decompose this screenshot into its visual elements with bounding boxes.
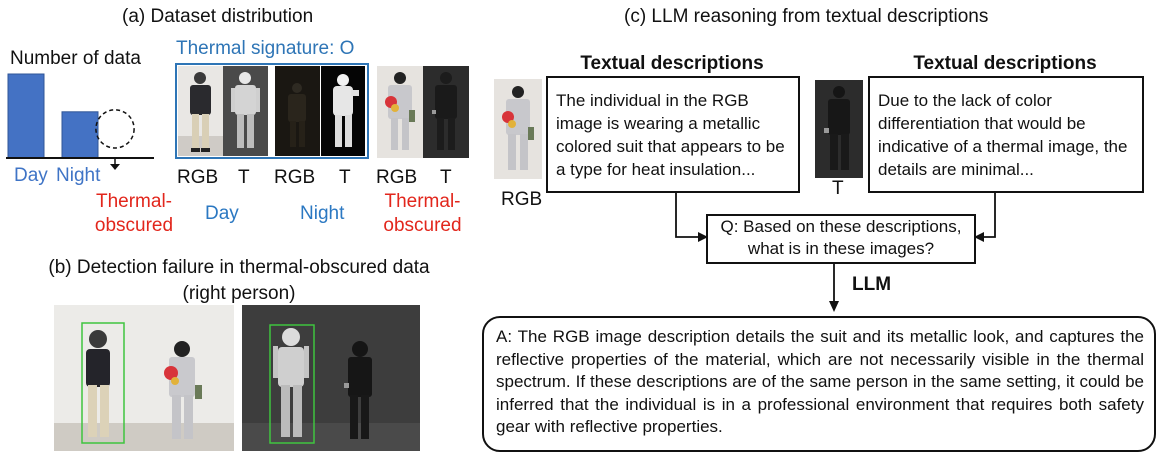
obscured-group-label-line2: obscured xyxy=(383,215,462,236)
obscured-thermal-image xyxy=(423,66,469,158)
night-rgb-label: RGB xyxy=(274,167,316,188)
connector-left xyxy=(675,193,700,238)
reasoning-rgb-label: RGB xyxy=(501,189,543,210)
llm-label: LLM xyxy=(852,274,892,295)
question-line2: what is in these images? xyxy=(747,239,935,258)
connector-down-arrow xyxy=(829,301,839,312)
bar-thermal-label: Thermal- obscured xyxy=(84,190,184,238)
day-thermal-image xyxy=(223,66,268,156)
connector-left-arrow xyxy=(698,232,708,242)
textual-descriptions-heading-left: Textual descriptions xyxy=(580,53,764,74)
bar-thermal-label-line1: Thermal- xyxy=(95,191,172,212)
bar-thermal-obscured xyxy=(95,109,135,149)
answer-box: A: The RGB image description details the… xyxy=(482,316,1156,452)
bar-night xyxy=(61,111,99,159)
night-t-label: T xyxy=(339,167,351,188)
panel-c-title: (c) LLM reasoning from textual descripti… xyxy=(624,6,989,27)
number-of-data-label: Number of data xyxy=(10,48,141,69)
thermal-description-box: Due to the lack of color differentiation… xyxy=(868,76,1144,193)
bar-day xyxy=(7,73,45,159)
panel-a-title: (a) Dataset distribution xyxy=(122,6,314,27)
panel-b-title-line2: (right person) xyxy=(182,283,296,304)
obscured-rgb-label: RGB xyxy=(376,167,418,188)
detection-box-thermal xyxy=(269,324,315,444)
obscured-t-label: T xyxy=(440,167,452,188)
day-group-label: Day xyxy=(205,203,239,224)
detection-thermal-image xyxy=(242,305,420,451)
day-rgb-image xyxy=(178,66,223,156)
day-rgb-label: RGB xyxy=(177,167,219,188)
dataset-bar-chart xyxy=(6,73,154,170)
thermal-arrow-head xyxy=(110,164,120,170)
textual-descriptions-heading-right: Textual descriptions xyxy=(913,53,1097,74)
thermal-signature-frame xyxy=(175,63,369,159)
night-rgb-image xyxy=(275,66,320,156)
detection-box-rgb xyxy=(81,322,125,444)
question-line1: Q: Based on these descriptions, xyxy=(720,217,962,236)
obscured-rgb-image xyxy=(377,66,423,158)
obscured-group-label: Thermal- obscured xyxy=(370,190,475,238)
connector-right-arrow xyxy=(974,232,984,242)
reasoning-thermal-image xyxy=(815,80,863,178)
night-thermal-image xyxy=(321,66,365,156)
panel-b-title: (b) Detection failure in thermal-obscure… xyxy=(0,255,478,307)
reasoning-connectors xyxy=(675,193,996,312)
thermal-signature-label: Thermal signature: O xyxy=(176,38,355,59)
bar-day-label: Day xyxy=(14,165,48,186)
obscured-group-label-line1: Thermal- xyxy=(384,191,461,212)
question-box: Q: Based on these descriptions, what is … xyxy=(706,214,976,264)
day-t-label: T xyxy=(238,167,250,188)
connector-right xyxy=(982,193,996,238)
panel-b-title-line1: (b) Detection failure in thermal-obscure… xyxy=(48,257,430,278)
night-group-label: Night xyxy=(300,203,345,224)
bar-thermal-label-line2: obscured xyxy=(94,215,174,236)
rgb-description-box: The individual in the RGB image is weari… xyxy=(546,76,800,193)
bar-night-label: Night xyxy=(56,165,101,186)
reasoning-t-label: T xyxy=(832,178,844,199)
detection-rgb-image xyxy=(54,305,234,451)
reasoning-rgb-image xyxy=(494,79,542,179)
